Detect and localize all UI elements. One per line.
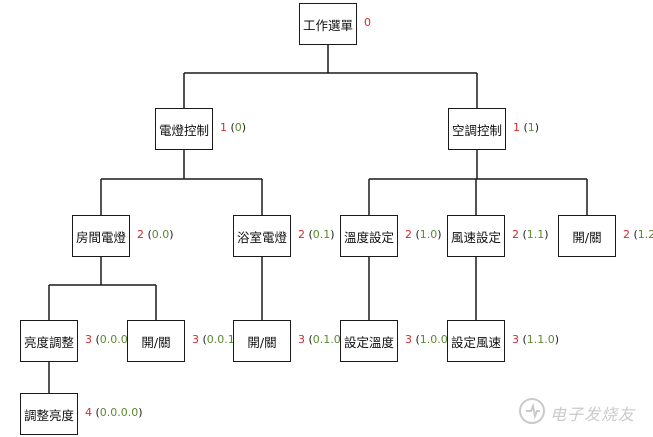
level-number: 2 — [405, 228, 412, 241]
paren-open: ( — [95, 406, 100, 419]
level-code: 1.1 — [526, 228, 545, 241]
level-number: 0 — [364, 16, 371, 29]
node-n2_2: 開/關 — [558, 215, 616, 257]
node-n2_0: 溫度設定 — [340, 215, 398, 257]
level-code: 1.1.0 — [526, 333, 555, 346]
paren-open: ( — [202, 333, 207, 346]
paren-close: ) — [534, 121, 540, 134]
paren-open: ( — [230, 121, 235, 134]
level-number: 3 — [512, 333, 519, 346]
level-code: 0.1 — [312, 228, 331, 241]
level-annotation: 3 (0.1.0) — [298, 333, 345, 346]
level-number: 3 — [85, 333, 92, 346]
node-n1_0_0: 亮度調整 — [20, 320, 78, 362]
level-annotation: 0 — [364, 16, 371, 29]
node-n1_1_0: 開/關 — [233, 320, 291, 362]
watermark: 电子发烧友 — [518, 397, 635, 429]
level-annotation: 3 (1.0.0) — [405, 333, 452, 346]
level-number: 2 — [137, 228, 144, 241]
node-n0: 工作選單 — [299, 3, 357, 45]
level-number: 1 — [220, 121, 227, 134]
level-number: 4 — [85, 406, 92, 419]
level-code: 1.0.0 — [419, 333, 448, 346]
level-code: 0.1.0 — [312, 333, 341, 346]
paren-open: ( — [523, 121, 528, 134]
level-annotation: 2 (1.0) — [405, 228, 442, 241]
paren-open: ( — [415, 333, 420, 346]
level-code: 1 — [527, 121, 535, 134]
level-number: 3 — [405, 333, 412, 346]
paren-close: ) — [544, 228, 549, 241]
node-n1_1: 浴室電燈 — [233, 215, 291, 257]
paren-open: ( — [308, 228, 313, 241]
paren-open: ( — [633, 228, 638, 241]
level-code: 0 — [234, 121, 242, 134]
level-code: 0.0.0.0 — [99, 406, 139, 419]
paren-close: ) — [241, 121, 247, 134]
level-annotation: 3 (1.1.0) — [512, 333, 559, 346]
level-annotation: 3 (0.0.0) — [85, 333, 132, 346]
node-n2_1: 風速設定 — [447, 215, 505, 257]
paren-open: ( — [308, 333, 313, 346]
watermark-text: 电子发烧友 — [549, 405, 635, 424]
level-annotation: 1 (0) — [220, 121, 246, 134]
level-number: 1 — [513, 121, 520, 134]
level-annotation: 2 (0.1) — [298, 228, 335, 241]
level-number: 2 — [623, 228, 630, 241]
node-n1_0_1: 開/關 — [127, 320, 185, 362]
node-n2: 空調控制 — [448, 108, 506, 150]
level-number: 2 — [298, 228, 305, 241]
paren-open: ( — [415, 228, 420, 241]
level-number: 3 — [298, 333, 305, 346]
paren-open: ( — [95, 333, 100, 346]
level-number: 3 — [192, 333, 199, 346]
paren-close: ) — [437, 228, 442, 241]
node-n1_0_0_0: 調整亮度 — [20, 393, 78, 435]
level-code: 0.0.0 — [99, 333, 128, 346]
level-number: 2 — [512, 228, 519, 241]
electronics-logo-icon — [518, 397, 546, 429]
paren-close: ) — [330, 228, 335, 241]
node-n2_1_0: 設定風速 — [447, 320, 505, 362]
paren-open: ( — [522, 333, 527, 346]
paren-close: ) — [138, 406, 143, 419]
node-n2_0_0: 設定溫度 — [340, 320, 398, 362]
paren-close: ) — [554, 333, 560, 346]
paren-close: ) — [169, 228, 174, 241]
level-annotation: 4 (0.0.0.0) — [85, 406, 143, 419]
level-code: 1.2 — [637, 228, 653, 241]
level-code: 0.0 — [151, 228, 170, 241]
paren-open: ( — [522, 228, 527, 241]
level-code: 1.0 — [419, 228, 438, 241]
level-code: 0.0.1 — [206, 333, 235, 346]
level-annotation: 1 (1) — [513, 121, 539, 134]
node-n1_0: 房間電燈 — [72, 215, 130, 257]
level-annotation: 2 (1.2) — [623, 228, 653, 241]
level-annotation: 2 (0.0) — [137, 228, 174, 241]
paren-open: ( — [147, 228, 152, 241]
level-annotation: 2 (1.1) — [512, 228, 549, 241]
node-n1: 電燈控制 — [155, 108, 213, 150]
